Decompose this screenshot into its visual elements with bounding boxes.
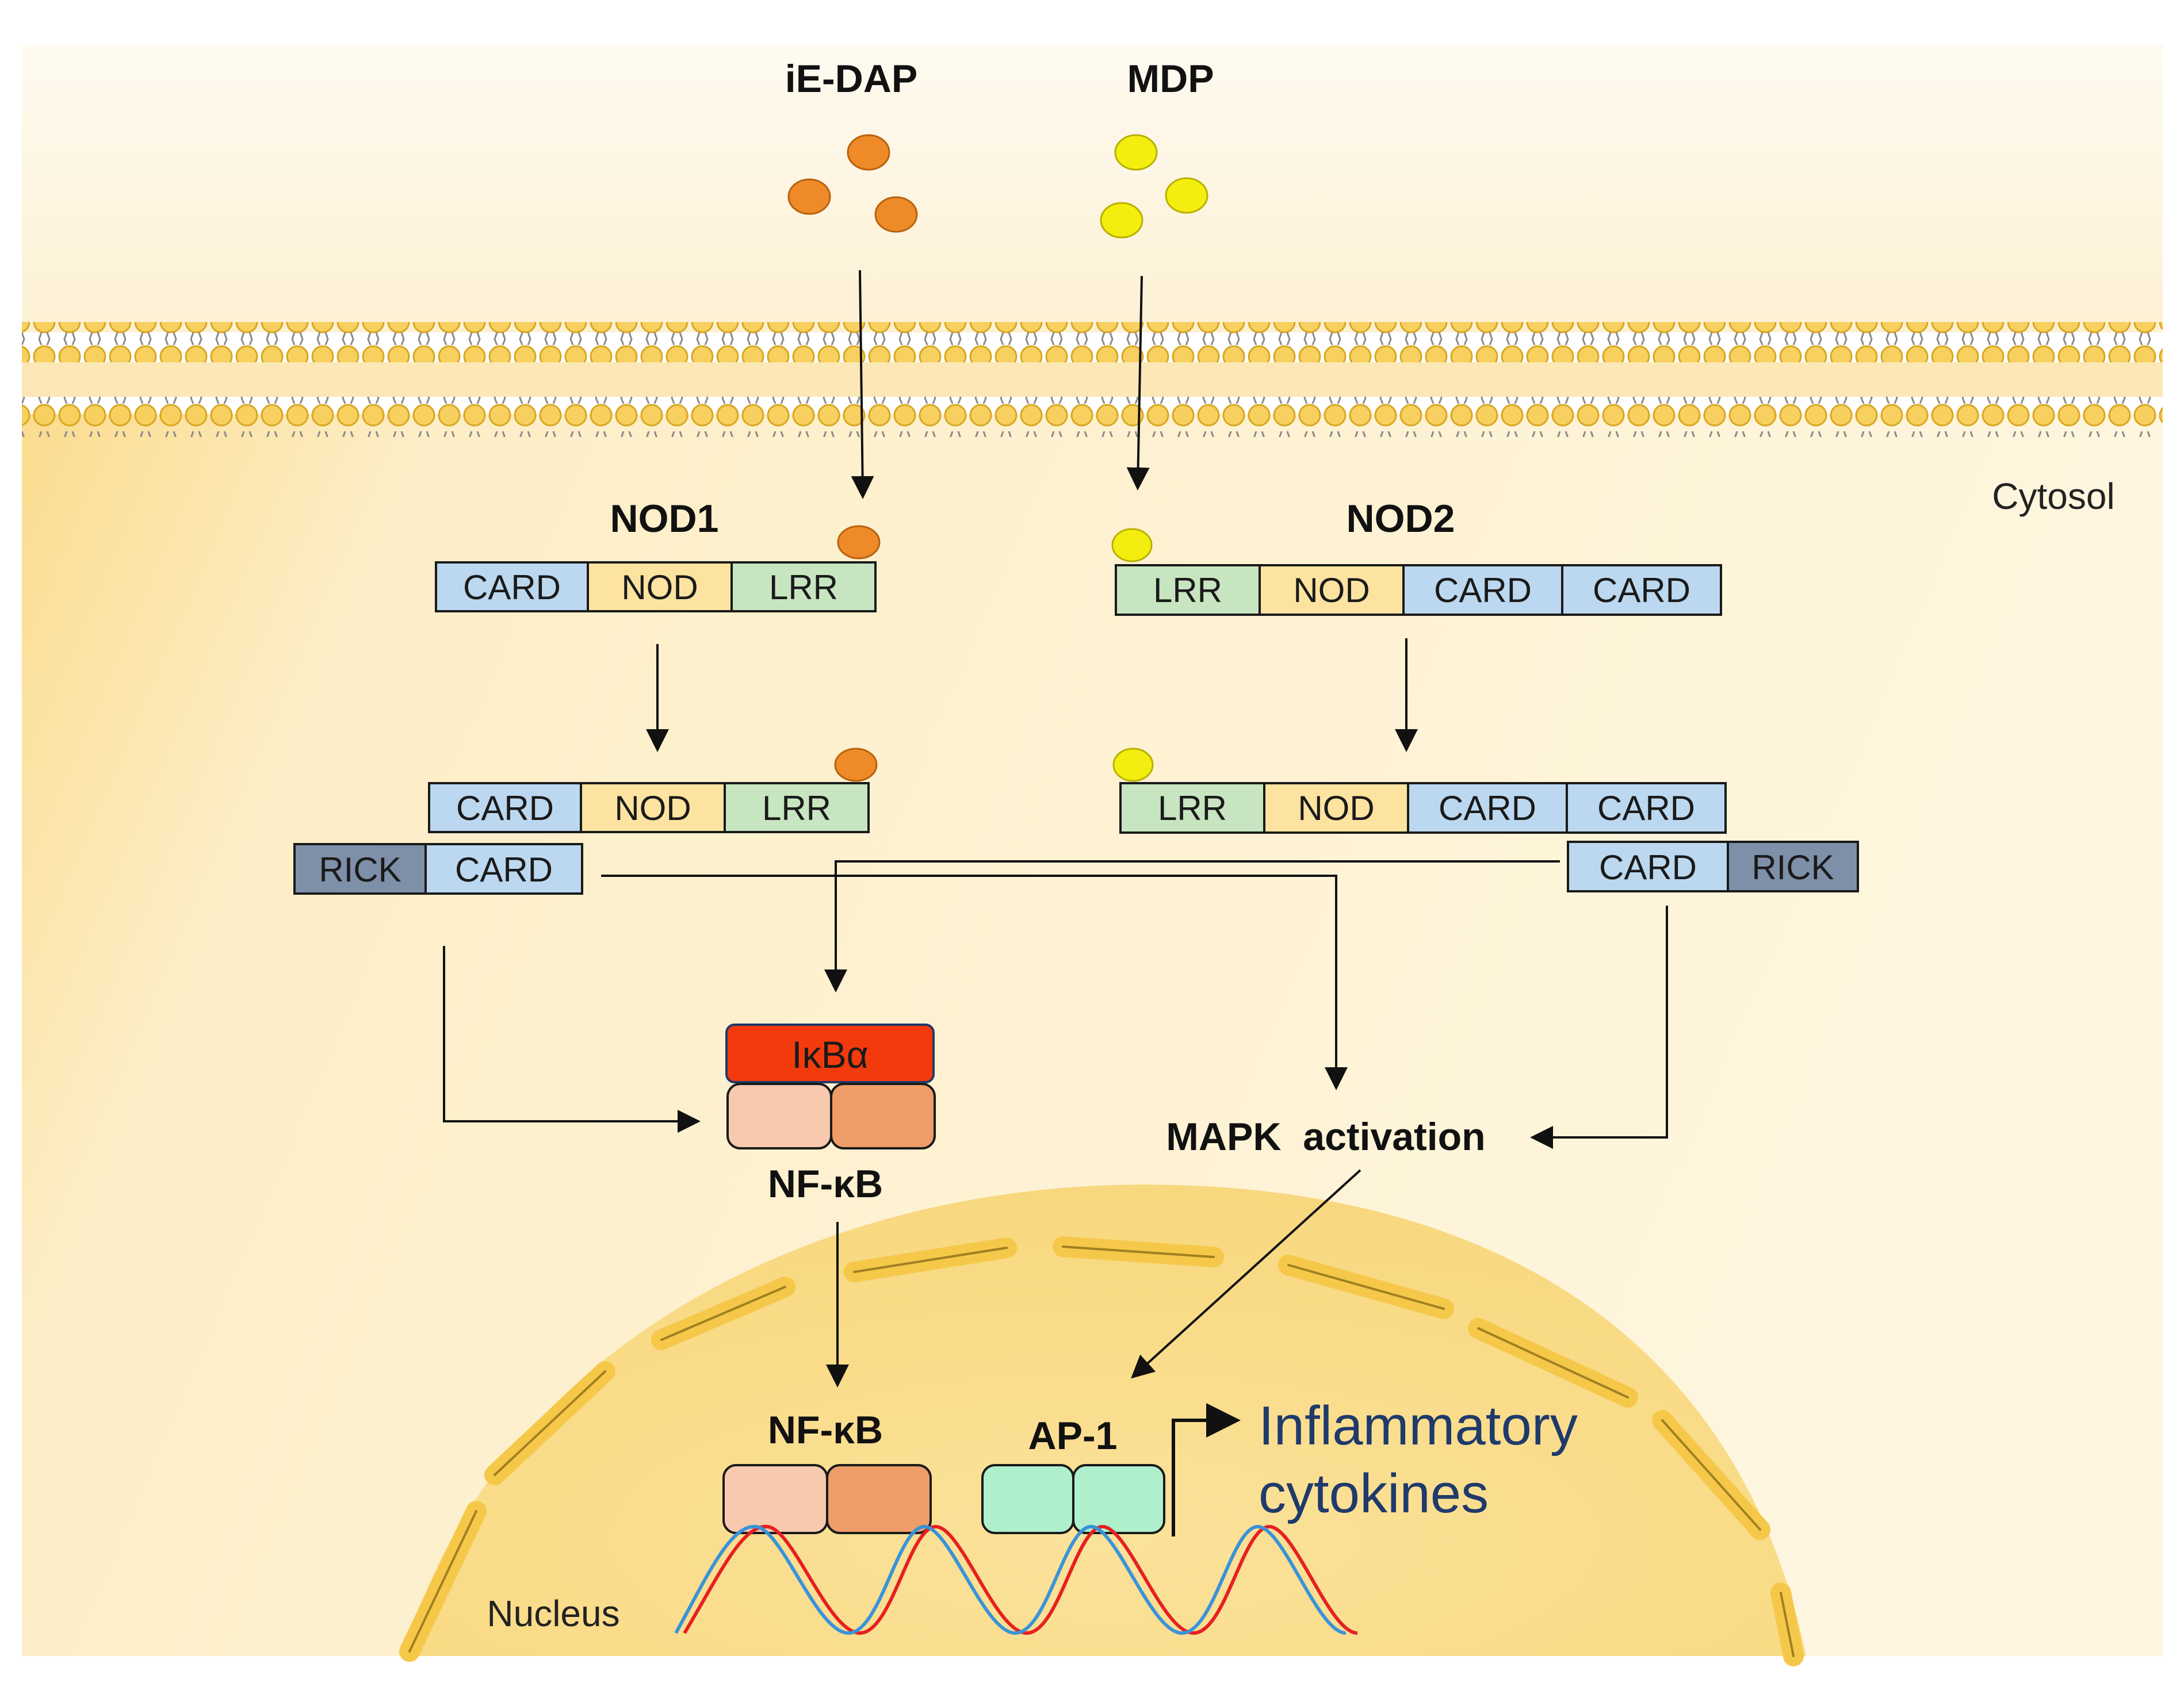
nfkb-cytosol-label: NF-κB <box>768 1162 883 1206</box>
nod2-bound-mdp <box>1111 528 1153 562</box>
nod1-bound-iedap <box>837 525 881 559</box>
nod2-receptor <box>1115 564 1722 616</box>
extracellular-space <box>22 45 2163 332</box>
nod2-lrr-label: LRR <box>1153 571 1222 610</box>
ligand-iedap-label: iE-DAP <box>785 57 917 101</box>
rick-nod2-complex <box>1567 841 1859 892</box>
nod1-receptor <box>435 561 877 612</box>
nod2-nod-label: NOD <box>1293 571 1370 610</box>
nuclear-envelope-outline <box>408 1246 1795 1657</box>
nod1-active-receptor <box>428 782 870 833</box>
output-line2: cytokines <box>1259 1463 1489 1524</box>
rick-nod1-complex <box>293 843 583 895</box>
mapk-label: MAPK activation <box>1166 1115 1485 1159</box>
arrow-mapk-to-ap1 <box>1131 1169 1361 1379</box>
nfkb-cytosol-subunit-1 <box>726 1083 832 1149</box>
arrow-rick2-to-mapk <box>1530 906 1668 1149</box>
nod2-active-nod-label: NOD <box>1298 789 1374 827</box>
nod1-active-bound-iedap <box>834 748 878 782</box>
ikba-box <box>725 1024 935 1083</box>
ap1-label: AP-1 <box>1028 1414 1118 1458</box>
nfkb-nucleus-subunit-1 <box>722 1464 828 1534</box>
nfkb-nucleus-subunit-2 <box>826 1464 932 1534</box>
rick-left-label: RICK <box>319 850 401 889</box>
arrow-rick2-to-nfkb <box>824 860 1560 992</box>
arrow-rick1-to-nfkb <box>443 946 701 1133</box>
nod1-lrr-label: LRR <box>769 568 838 607</box>
arrow-mdp-to-nod2 <box>1126 275 1150 490</box>
dna-strand-red <box>683 1524 1358 1635</box>
ap1-subunit-1 <box>981 1464 1074 1534</box>
nod2-active-card2-label: CARD <box>1597 789 1695 827</box>
nfkb-nucleus-label: NF-κB <box>768 1408 883 1452</box>
rick-right-label: RICK <box>1751 848 1834 887</box>
nod2-active-lrr-label: LRR <box>1158 789 1227 827</box>
nod1-active-card-label: CARD <box>456 789 554 827</box>
nod1-card-label: CARD <box>463 568 561 607</box>
arrow-rick1-to-mapk <box>601 875 1348 1090</box>
nod1-label: NOD1 <box>610 497 719 541</box>
nod2-active-bound-mdp <box>1112 748 1154 782</box>
nod2-card1-label: CARD <box>1434 571 1532 610</box>
ligand-mdp-label: MDP <box>1127 57 1214 101</box>
transcription-arrow <box>1172 1403 1241 1536</box>
iedap-particles <box>787 134 918 233</box>
nod1-nod-label: NOD <box>621 568 698 607</box>
output-line1: Inflammatory <box>1259 1395 1578 1457</box>
nod2-active-receptor <box>1119 782 1727 834</box>
rick-left-card-label: CARD <box>455 850 553 889</box>
dna-strand-blue <box>674 1524 1347 1635</box>
nod2-label: NOD2 <box>1347 497 1455 541</box>
arrow-iedap-to-nod1 <box>851 270 874 499</box>
plasma-membrane <box>22 322 2163 437</box>
nucleus-label: Nucleus <box>487 1593 619 1634</box>
nod1-active-nod-label: NOD <box>614 789 691 827</box>
nod2-card2-label: CARD <box>1593 571 1690 610</box>
nod2-active-card1-label: CARD <box>1439 789 1536 827</box>
rick-right-card-label: CARD <box>1599 848 1697 887</box>
nod1-active-lrr-label: LRR <box>762 789 831 827</box>
dna-helix <box>674 1524 1358 1635</box>
cytosol-label: Cytosol <box>1992 476 2114 517</box>
mdp-particles <box>1100 134 1208 239</box>
ap1-subunit-2 <box>1072 1464 1165 1534</box>
nfkb-cytosol-subunit-2 <box>830 1083 936 1149</box>
ikba-label: IκBα <box>791 1033 869 1076</box>
